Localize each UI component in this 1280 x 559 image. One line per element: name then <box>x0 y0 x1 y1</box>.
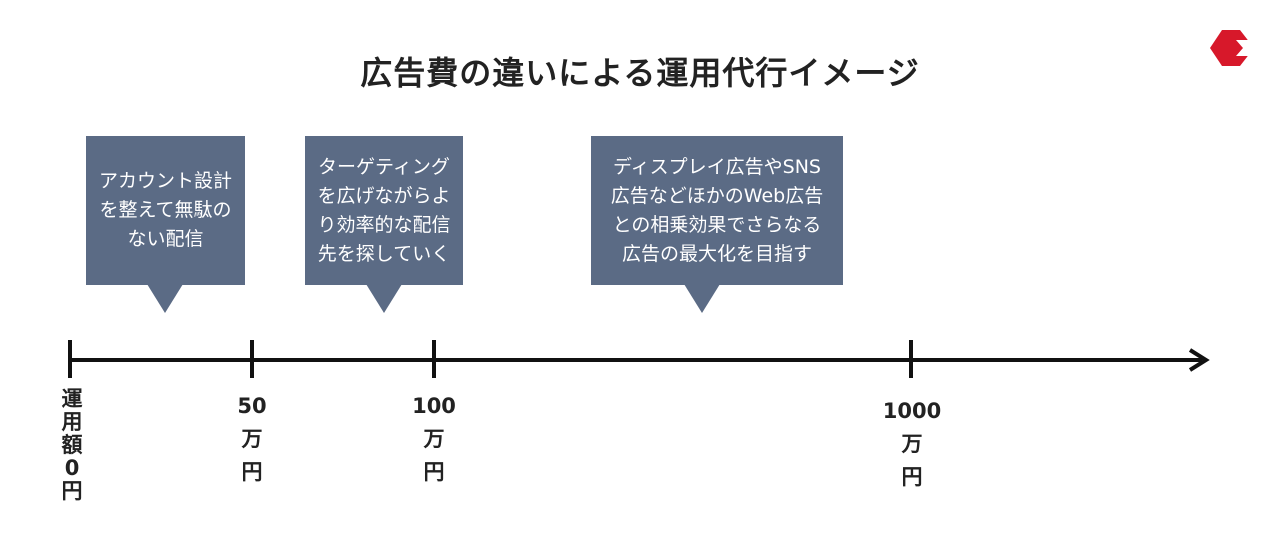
axis-label-0: 運 用 額 0 円 <box>54 388 90 503</box>
callout-pointer <box>684 284 720 313</box>
axis-label-text: 1000 万 円 <box>882 399 942 489</box>
callout-text: ディスプレイ広告やSNS 広告などほかのWeb広告 との相乗効果でさらなる 広告… <box>610 155 824 265</box>
callout-pointer <box>366 284 402 313</box>
axis-label-1000: 1000 万 円 <box>872 395 952 494</box>
callout-targeting: ターゲティング を広げながらよ り効率的な配信 先を探していく <box>305 136 463 313</box>
axis-label-100: 100 万 円 <box>404 390 464 489</box>
callout-account-design: アカウント設計 を整えて無駄の ない配信 <box>86 136 245 313</box>
axis-label-50: 50 万 円 <box>222 390 282 489</box>
axis-label-text: 50 万 円 <box>237 394 267 484</box>
axis-label-text: 100 万 円 <box>412 394 456 484</box>
callout-text: ターゲティング を広げながらよ り効率的な配信 先を探していく <box>317 155 451 265</box>
callout-synergy: ディスプレイ広告やSNS 広告などほかのWeb広告 との相乗効果でさらなる 広告… <box>591 136 843 313</box>
callout-pointer <box>147 284 183 313</box>
axis-label-text: 運 用 額 0 円 <box>61 387 83 503</box>
brand-logo-icon <box>1210 30 1254 66</box>
callout-text: アカウント設計 を整えて無駄の ない配信 <box>98 170 232 250</box>
diagram-title: 広告費の違いによる運用代行イメージ <box>360 54 920 92</box>
axis-arrowhead <box>1188 348 1210 372</box>
